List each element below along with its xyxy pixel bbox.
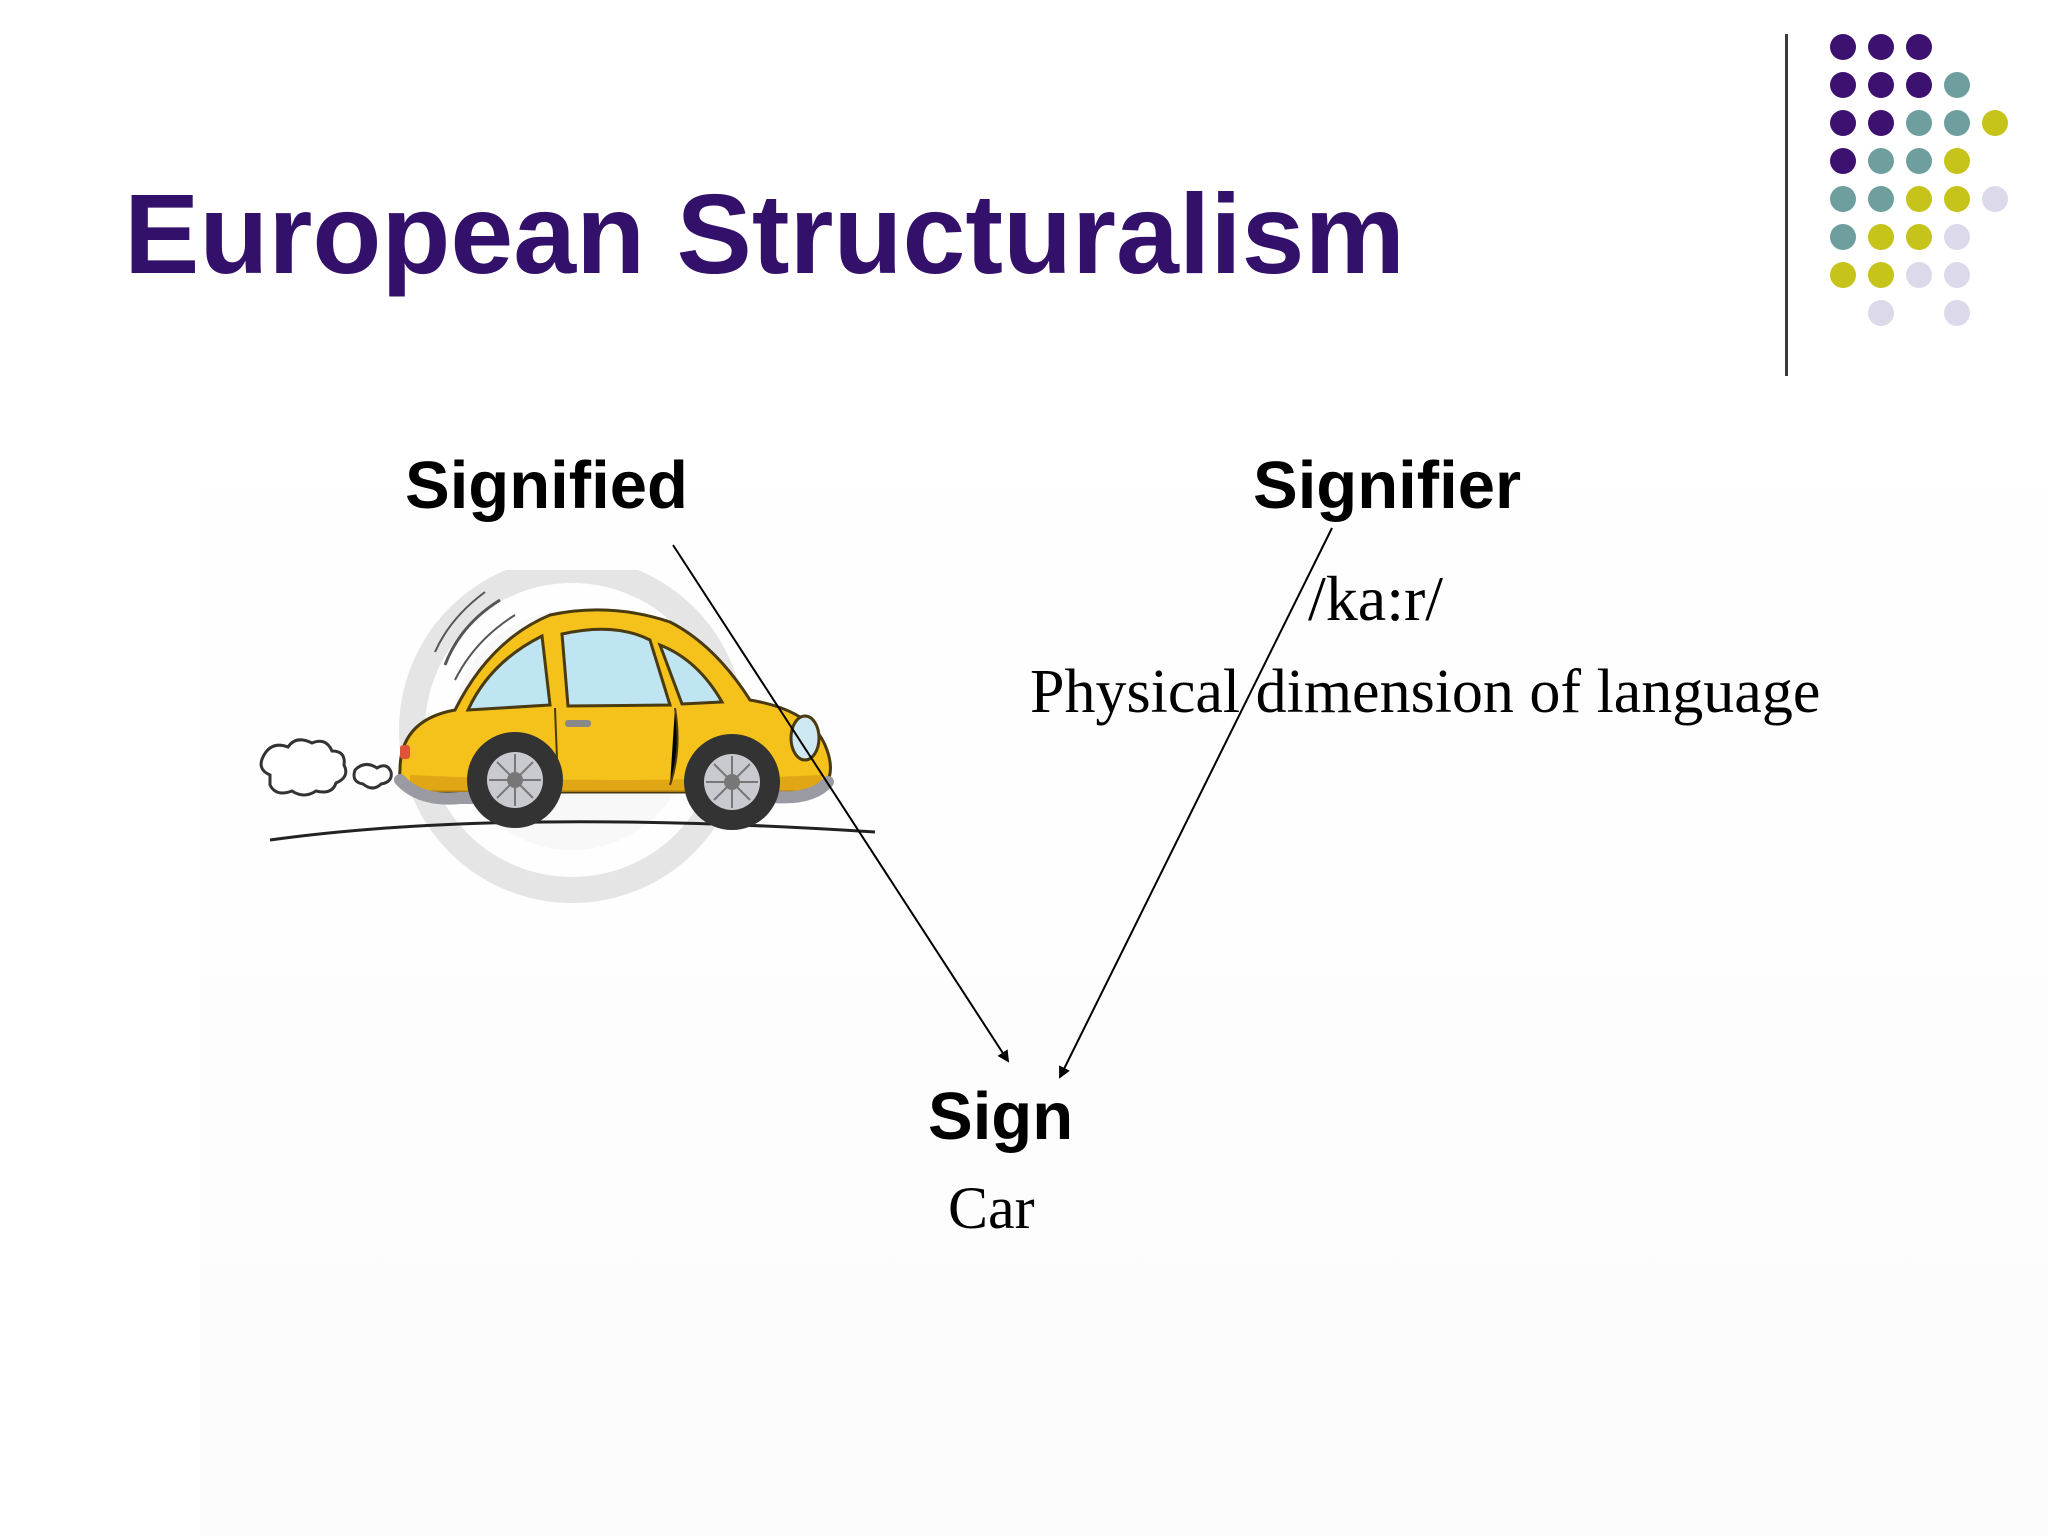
dot — [1944, 110, 1970, 136]
dot — [1982, 186, 2008, 212]
dot — [1868, 262, 1894, 288]
dot — [1868, 110, 1894, 136]
signifier-label: Signifier — [1253, 448, 1522, 523]
signified-label: Signified — [405, 448, 688, 523]
dot — [1944, 300, 1970, 326]
dot — [1982, 110, 2008, 136]
signifier-phonetic: /ka:r/ — [1308, 563, 1444, 634]
dot — [1830, 110, 1856, 136]
slide-title: European Structuralism — [124, 171, 1405, 297]
dot — [1944, 72, 1970, 98]
dot — [1868, 300, 1894, 326]
dot — [1944, 186, 1970, 212]
dot — [1830, 186, 1856, 212]
dot — [1830, 262, 1856, 288]
dot — [1830, 34, 1856, 60]
title-divider-line — [1785, 34, 1788, 376]
dot — [1830, 224, 1856, 250]
dot — [1906, 186, 1932, 212]
dot — [1944, 262, 1970, 288]
dot — [1944, 224, 1970, 250]
dot — [1906, 110, 1932, 136]
dot — [1906, 34, 1932, 60]
dot — [1906, 224, 1932, 250]
dot — [1868, 224, 1894, 250]
dot — [1830, 148, 1856, 174]
signifier-description: Physical dimension of language — [1030, 658, 1821, 726]
dot — [1868, 72, 1894, 98]
dot — [1868, 186, 1894, 212]
dot — [1868, 148, 1894, 174]
car-illustration — [259, 570, 876, 903]
dot — [1906, 72, 1932, 98]
sign-example: Car — [948, 1175, 1035, 1241]
dot — [1944, 148, 1970, 174]
dot — [1830, 72, 1856, 98]
dot — [1906, 148, 1932, 174]
dot — [1906, 262, 1932, 288]
sign-label: Sign — [928, 1079, 1074, 1154]
dot — [1868, 34, 1894, 60]
